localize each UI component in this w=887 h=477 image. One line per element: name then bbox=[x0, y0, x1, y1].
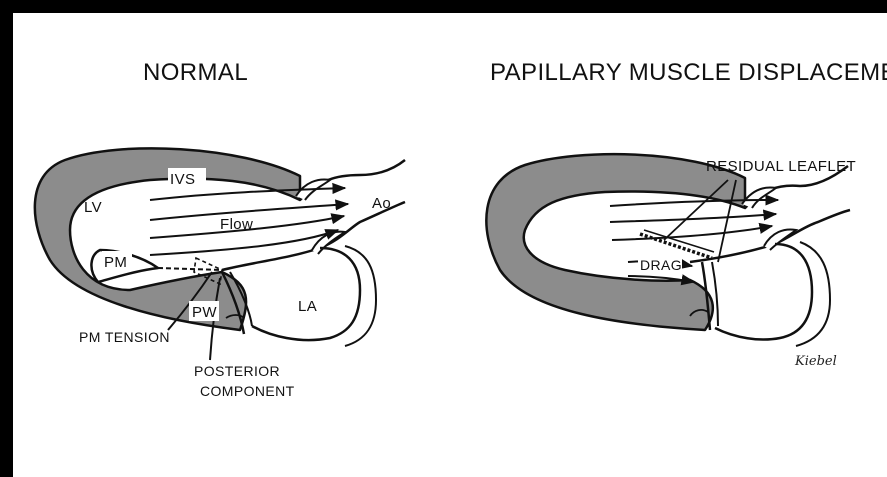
label-flow: Flow bbox=[220, 216, 253, 233]
displaced-posterior-leaflet-inner bbox=[712, 262, 718, 326]
right-ventricle-wall bbox=[486, 154, 745, 330]
aorta-lower-wall bbox=[222, 202, 405, 270]
label-pm-tension: PM TENSION bbox=[79, 329, 170, 345]
right-flow-arrow-3 bbox=[612, 226, 772, 240]
title-papillary-muscle-displacement: PAPILLARY MUSCLE DISPLACEMENT bbox=[490, 59, 887, 86]
label-residual-leaflet: RESIDUAL LEAFLET bbox=[706, 158, 856, 175]
left-atrium-outline bbox=[252, 248, 360, 340]
right-left-atrium-outline bbox=[715, 244, 812, 340]
artist-signature: Kiebel bbox=[794, 354, 837, 369]
pm-tension-dashed-line bbox=[158, 268, 222, 270]
label-ivs: IVS bbox=[170, 171, 195, 188]
flow-arrow-1 bbox=[150, 188, 345, 200]
label-ao: Ao bbox=[372, 195, 391, 212]
label-posterior: POSTERIOR bbox=[194, 363, 280, 379]
label-pw: PW bbox=[192, 304, 217, 321]
right-flow-arrow-2 bbox=[610, 214, 776, 222]
title-normal: NORMAL bbox=[143, 59, 248, 86]
label-drag: DRAG bbox=[640, 257, 682, 273]
left-heart-normal: IVS LV Flow Ao PM PW LA PM TENSION POSTE… bbox=[35, 148, 405, 399]
right-heart-displacement: RESIDUAL LEAFLET DRAG Kiebel bbox=[486, 154, 856, 369]
left-ventricle-wall bbox=[35, 148, 300, 330]
label-component: COMPONENT bbox=[200, 383, 295, 399]
mitral-diagram-svg: NORMAL PAPILLARY MUSCLE DISPLACEMENT bbox=[13, 13, 887, 477]
right-aortic-valve-upper bbox=[742, 188, 776, 208]
label-lv: LV bbox=[84, 199, 102, 216]
figure-canvas: NORMAL PAPILLARY MUSCLE DISPLACEMENT bbox=[13, 13, 887, 477]
label-pm: PM bbox=[104, 254, 127, 271]
label-la: LA bbox=[298, 298, 317, 315]
